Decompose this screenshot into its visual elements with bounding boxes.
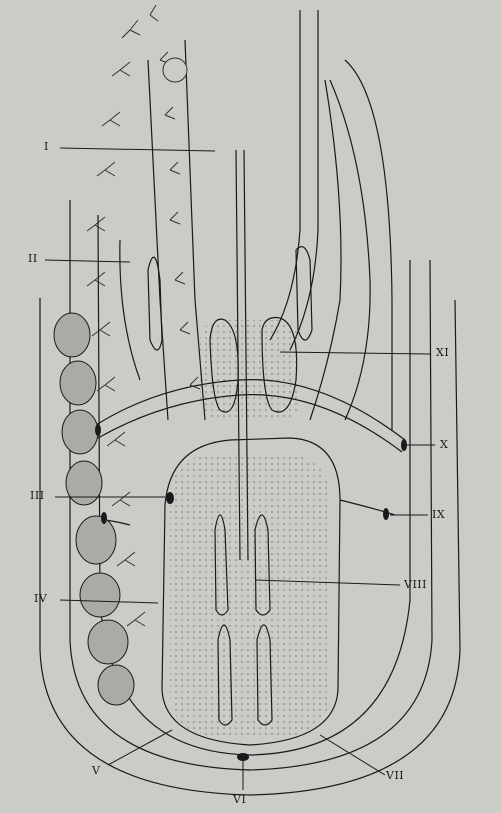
label-IV: IV [34,593,47,605]
label-VI: VI [233,794,246,806]
label-V: V [92,765,100,777]
opening-left-low [101,512,107,524]
oval-organ [98,665,134,705]
oval-organ [80,573,120,617]
oval-organs [54,313,134,705]
opening-VI [237,753,249,761]
label-I: I [44,141,49,153]
label-III: III [30,490,45,502]
oval-organ [54,313,90,357]
oval-organ [88,620,128,664]
right-blade [330,80,370,420]
label-VII: VII [386,770,404,782]
label-II: II [28,253,38,265]
oval-organ [76,516,116,564]
oval-organ [60,361,96,405]
label-IX: IX [432,509,445,521]
label-XI: XI [436,347,449,359]
oval-organ [66,461,102,505]
opening-III [166,492,174,504]
opening-left [95,424,101,436]
label-VIII: VIII [404,579,427,591]
opening-IX [383,508,389,520]
oval-organ [62,410,98,454]
label-X: X [440,439,448,451]
